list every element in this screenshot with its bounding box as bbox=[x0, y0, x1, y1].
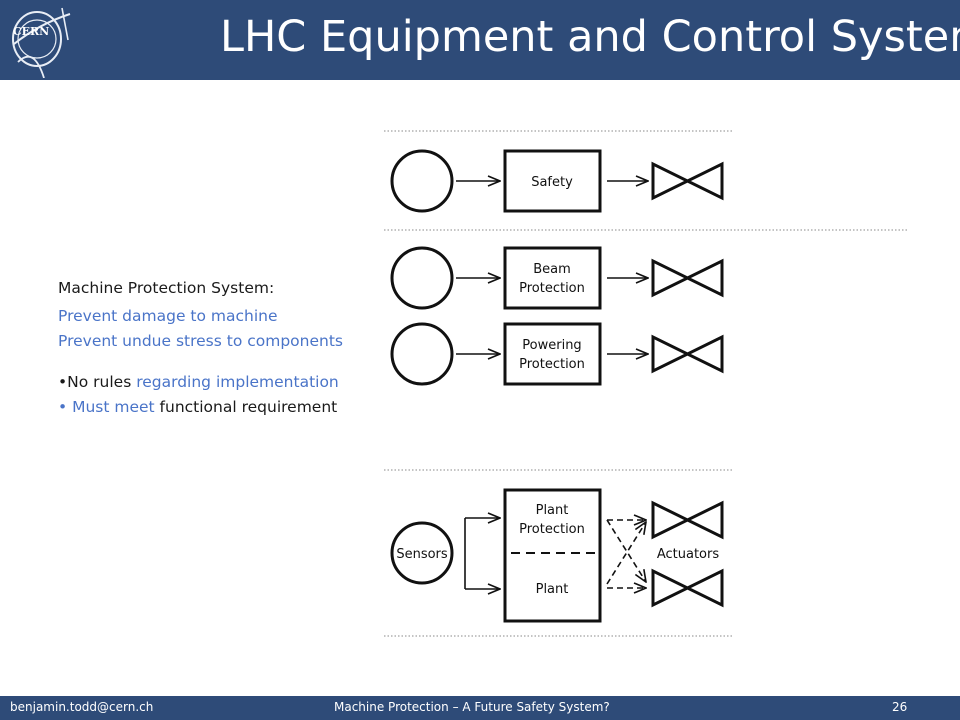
footer-title: Machine Protection – A Future Safety Sys… bbox=[334, 700, 610, 714]
footer-email: benjamin.todd@cern.ch bbox=[10, 700, 154, 714]
page-number: 26 bbox=[892, 700, 908, 714]
safety-box bbox=[503, 149, 602, 213]
plant-actuator-bottom bbox=[651, 568, 724, 608]
mps-heading: Machine Protection System: bbox=[58, 279, 275, 297]
actuators-label: Actuators bbox=[657, 547, 720, 562]
bullet-must-meet: • Must meet functional requirement bbox=[58, 398, 338, 416]
beam-label-1: Beam bbox=[533, 262, 571, 277]
slide-footer: benjamin.todd@cern.ch Machine Protection… bbox=[0, 696, 960, 720]
powering-actuator bbox=[651, 334, 724, 374]
plant-label: Plant bbox=[536, 582, 569, 597]
plant-protection-label-2: Protection bbox=[519, 522, 585, 537]
powering-protection-box bbox=[503, 322, 602, 386]
plant-arrow-cross bbox=[606, 522, 646, 585]
bullet-no-rules: •No rules regarding implementation bbox=[58, 373, 339, 391]
bullet-no-rules-lead: No rules bbox=[67, 373, 132, 391]
slide-header: CERN LHC Equipment and Control System bbox=[0, 0, 960, 80]
powering-label-1: Powering bbox=[522, 338, 581, 353]
beam-label-2: Protection bbox=[519, 281, 585, 296]
cern-logo-icon: CERN bbox=[12, 7, 71, 78]
plant-actuator-top bbox=[651, 500, 724, 540]
mps-line-damage: Prevent damage to machine bbox=[58, 307, 278, 325]
page-title: LHC Equipment and Control System bbox=[220, 12, 960, 62]
plant-box bbox=[503, 488, 602, 623]
beam-protection-box bbox=[503, 246, 602, 310]
mps-description: Machine Protection System: Prevent damag… bbox=[58, 276, 378, 420]
plant-protection-label-1: Plant bbox=[536, 503, 569, 518]
safety-sensor bbox=[390, 149, 454, 213]
safety-actuator bbox=[651, 161, 724, 201]
powering-sensor bbox=[390, 322, 454, 386]
bullet-must-meet-rest: functional requirement bbox=[154, 398, 338, 416]
beam-sensor bbox=[390, 246, 454, 310]
mps-line-stress: Prevent undue stress to components bbox=[58, 332, 344, 350]
powering-label-2: Protection bbox=[519, 357, 585, 372]
plant-sensors bbox=[390, 521, 454, 585]
sensors-label: Sensors bbox=[396, 547, 448, 562]
bullet-no-rules-rest: regarding implementation bbox=[131, 373, 339, 391]
plant-protection-arrow-cross bbox=[606, 519, 646, 582]
cern-logo-text: CERN bbox=[13, 25, 49, 38]
safety-label: Safety bbox=[531, 175, 573, 190]
beam-actuator bbox=[651, 258, 724, 298]
bullet-must-meet-lead: Must meet bbox=[72, 398, 155, 416]
